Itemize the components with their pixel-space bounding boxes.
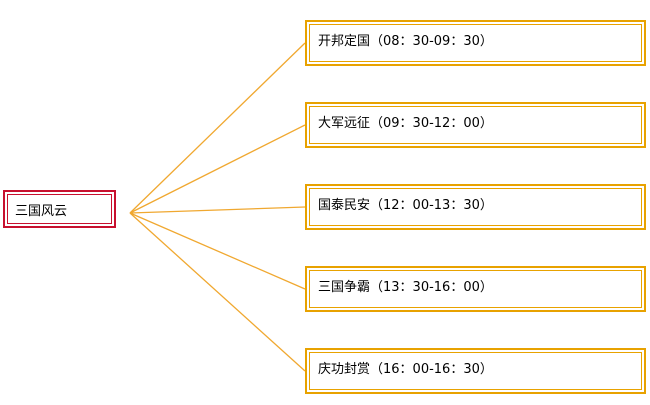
branch-node-label: 庆功封赏（16：00-16：30） <box>318 362 493 377</box>
branch-node[interactable]: 开邦定国（08：30-09：30） <box>305 20 646 66</box>
branch-node[interactable]: 国泰民安（12：00-13：30） <box>305 184 646 230</box>
branch-node-label: 国泰民安（12：00-13：30） <box>318 198 493 213</box>
connector-line <box>129 124 306 214</box>
root-node[interactable]: 三国风云 <box>3 190 116 228</box>
branch-node-label: 大军远征（09：30-12：00） <box>318 116 493 131</box>
connector-line <box>129 212 306 372</box>
branch-node[interactable]: 三国争霸（13：30-16：00） <box>305 266 646 312</box>
connector-line <box>129 42 306 214</box>
root-node-label: 三国风云 <box>15 203 68 219</box>
branch-node[interactable]: 大军远征（09：30-12：00） <box>305 102 646 148</box>
connector-line <box>129 206 306 214</box>
branch-node[interactable]: 庆功封赏（16：00-16：30） <box>305 348 646 394</box>
branch-node-label: 开邦定国（08：30-09：30） <box>318 34 493 49</box>
connector-line <box>129 212 306 290</box>
branch-node-label: 三国争霸（13：30-16：00） <box>318 280 493 295</box>
